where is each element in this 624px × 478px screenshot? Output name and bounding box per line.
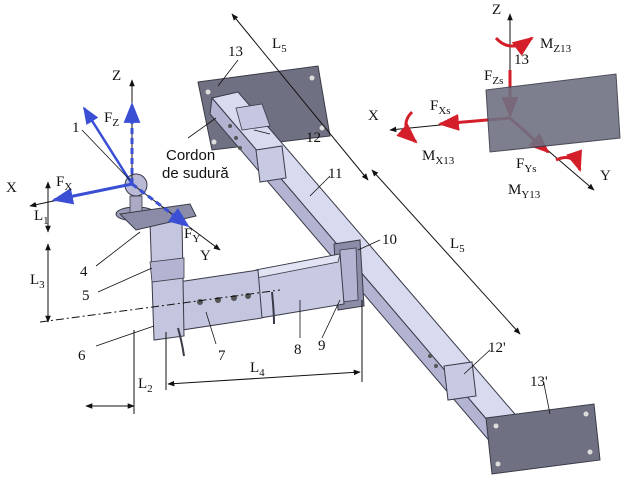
left-fx-label: FX	[56, 174, 72, 193]
weld-label-line1: Cordon	[166, 147, 215, 164]
right-mz13-label: MZ13	[540, 36, 572, 55]
label-7: 7	[218, 348, 226, 364]
left-fy-label: FY	[184, 226, 200, 245]
part-labels: 1 4 5 6 7 8 9 10 11 12 12' 13 13 13' Cor…	[72, 44, 548, 390]
bracket-12	[255, 145, 287, 183]
left-fz-label: FZ	[104, 110, 119, 129]
label-4: 4	[80, 264, 88, 280]
post-5-6	[149, 219, 185, 357]
right-mx13-label: MX13	[422, 148, 455, 167]
label-1: 1	[72, 120, 80, 136]
dim-label-l5-right: L5	[450, 236, 465, 255]
right-fys-label: FYs	[516, 156, 537, 175]
left-x-label: X	[6, 180, 17, 196]
mz13-moment	[494, 36, 534, 56]
dim-label-l4: L4	[250, 360, 265, 379]
label-13-left: 13	[228, 44, 243, 60]
tube-7	[177, 269, 275, 331]
plate-13-prime	[485, 403, 601, 475]
label-5: 5	[82, 288, 90, 304]
dim-l5-top	[231, 13, 369, 181]
plate-13-right	[485, 73, 621, 153]
right-y-label: Y	[600, 168, 611, 184]
fx-arrow	[51, 182, 133, 205]
dimension-labels: L1 L3 L2 L4 L5 L5	[30, 36, 465, 395]
right-fxs-label: FXs	[430, 98, 451, 117]
right-axis-labels: Z X Y FZs FXs FYs MZ13 MX13 MY13	[368, 2, 611, 201]
f-total-arrow	[82, 106, 134, 185]
left-axis-labels: Z X Y FZ FX FY	[6, 68, 211, 264]
fy-arrow	[131, 182, 190, 228]
dim-label-l3: L3	[30, 272, 45, 291]
left-z-label: Z	[112, 68, 121, 84]
label-13-prime: 13'	[530, 374, 548, 390]
dim-l4	[167, 369, 361, 387]
right-x-label: X	[368, 108, 379, 124]
tube-8	[255, 253, 345, 319]
label-6: 6	[78, 348, 86, 364]
weld-label-line2: de sudură	[162, 165, 229, 182]
leaders	[81, 59, 551, 415]
right-my13-label: MY13	[508, 182, 541, 201]
right-z-label: Z	[492, 2, 501, 18]
label-9: 9	[318, 338, 326, 354]
label-13-right: 13	[514, 52, 529, 68]
dimension-lines	[39, 13, 521, 414]
bracket-12-prime	[443, 361, 477, 401]
dim-label-l2: L2	[138, 376, 153, 395]
label-8: 8	[294, 342, 302, 358]
mx13-moment	[396, 110, 418, 144]
left-y-label: Y	[200, 248, 211, 264]
dim-label-l5-top: L5	[272, 36, 287, 55]
label-12-prime: 12'	[488, 340, 506, 356]
label-10: 10	[382, 232, 397, 248]
label-11: 11	[328, 166, 342, 182]
right-fzs-label: FZs	[484, 68, 503, 87]
my13-moment	[555, 149, 582, 172]
dim-label-l1: L1	[34, 208, 49, 227]
dim-l5-right	[371, 169, 521, 335]
label-12: 12	[306, 130, 321, 146]
